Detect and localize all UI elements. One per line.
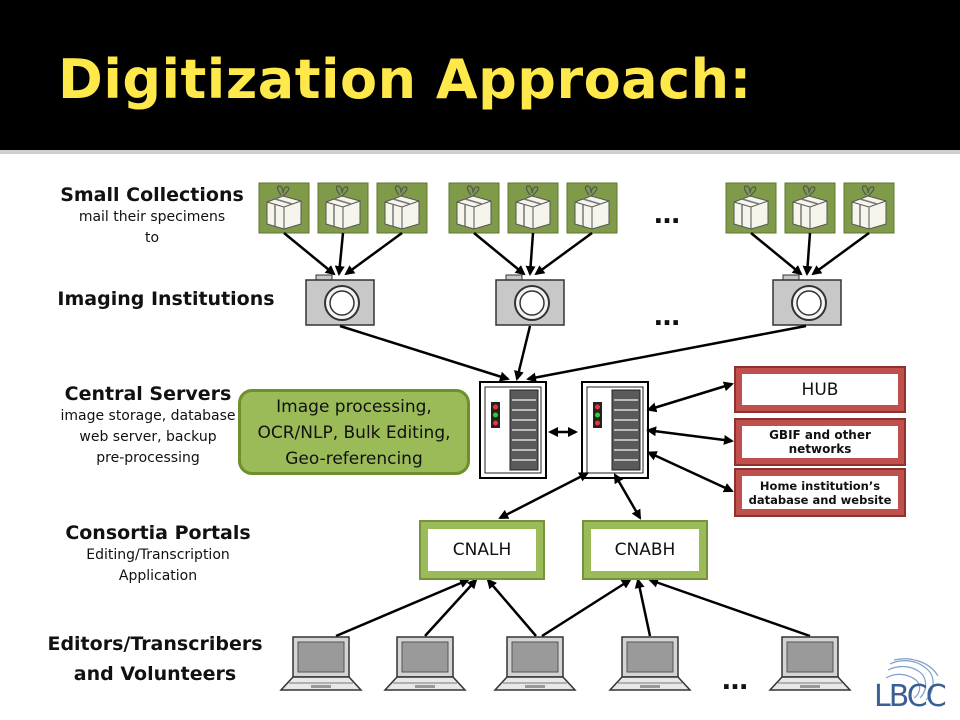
- package-icon: [507, 182, 559, 234]
- label-consortia-portals: Consortia Portals Editing/Transcription …: [56, 521, 260, 587]
- title-divider: [0, 150, 960, 154]
- ellipsis-cameras: …: [654, 302, 682, 332]
- server-icon: [581, 381, 649, 479]
- processing-line-1: Image processing,: [276, 397, 432, 417]
- processing-box: Image processing, OCR/NLP, Bulk Editing,…: [238, 389, 470, 475]
- consortia-portals-title: Consortia Portals: [65, 522, 251, 544]
- server-icon: [479, 381, 547, 479]
- arrow-camera-server: [526, 324, 807, 383]
- label-small-collections: Small Collections mail their specimens t…: [52, 183, 252, 249]
- arrow-camera-server: [339, 324, 510, 382]
- package-icon: [258, 182, 310, 234]
- small-collections-sub-2: to: [144, 230, 160, 246]
- editors-title-1: Editors/Transcribers: [47, 633, 263, 655]
- arrow-camera-server: [514, 325, 532, 381]
- central-servers-sub-2: web server, backup: [79, 429, 217, 445]
- camera-icon: [495, 274, 565, 326]
- arrow-package-camera: [525, 232, 536, 276]
- laptop-icon: [280, 636, 362, 691]
- laptop-icon: [769, 636, 851, 691]
- gbif-line-2: networks: [788, 442, 852, 456]
- arrow-package-camera: [811, 231, 870, 276]
- gbif-box: GBIF and other networks: [734, 418, 906, 466]
- package-icon: [843, 182, 895, 234]
- small-collections-sub-1: mail their specimens: [78, 209, 226, 225]
- arrow-package-camera: [473, 232, 526, 276]
- lbcc-logo: LBCC: [874, 658, 948, 714]
- home-line-2: database and website: [748, 492, 892, 507]
- slide-title: Digitization Approach:: [58, 48, 752, 111]
- gbif-label: GBIF and other networks: [742, 426, 898, 458]
- arrow-laptop-portal: [424, 578, 478, 637]
- title-bar: Digitization Approach:: [0, 0, 960, 150]
- camera-icon: [305, 274, 375, 326]
- home-institution-box: Home institution’s database and website: [734, 468, 906, 517]
- arrow-package-camera: [344, 231, 403, 276]
- portal-cnabh-label: CNABH: [591, 529, 699, 571]
- arrow-server-hub: [646, 381, 734, 413]
- editors-title-2: and Volunteers: [73, 663, 237, 685]
- package-icon: [376, 182, 428, 234]
- label-editors: Editors/Transcribers and Volunteers: [44, 629, 266, 689]
- hub-label: HUB: [742, 374, 898, 405]
- arrow-package-camera: [750, 232, 803, 276]
- imaging-institutions-title: Imaging Institutions: [57, 288, 275, 310]
- processing-line-3: Geo-referencing: [285, 449, 423, 469]
- arrow-laptop-portal: [335, 578, 470, 638]
- portal-cnalh: CNALH: [419, 520, 545, 580]
- package-icon: [566, 182, 618, 234]
- small-collections-title: Small Collections: [60, 184, 244, 206]
- arrow-package-camera: [334, 232, 345, 276]
- laptop-icon: [609, 636, 691, 691]
- portal-cnabh: CNABH: [582, 520, 708, 580]
- consortia-portals-sub-2: Application: [118, 568, 198, 584]
- arrow-laptop-portal: [648, 577, 811, 638]
- package-icon: [725, 182, 777, 234]
- ellipsis-packages: …: [654, 200, 682, 230]
- hub-box: HUB: [734, 366, 906, 413]
- arrow-package-camera: [802, 232, 813, 276]
- laptop-icon: [384, 636, 466, 691]
- arrow-laptop-portal: [634, 578, 652, 637]
- arrow-server-home: [646, 451, 734, 493]
- central-servers-title: Central Servers: [64, 383, 232, 405]
- arrow-server-cnabh: [613, 473, 642, 520]
- arrow-package-camera: [534, 231, 593, 276]
- arrow-package-camera: [283, 232, 336, 276]
- arrow-laptop-portal: [486, 578, 537, 637]
- central-servers-sub-3: pre-processing: [96, 450, 200, 466]
- svg-text:LBCC: LBCC: [874, 679, 946, 714]
- consortia-portals-sub-1: Editing/Transcription: [86, 547, 230, 563]
- ellipsis-laptops: …: [722, 666, 750, 696]
- home-institution-label: Home institution’s database and website: [742, 476, 898, 509]
- label-central-servers: Central Servers image storage, database …: [48, 382, 248, 469]
- laptop-icon: [494, 636, 576, 691]
- package-icon: [448, 182, 500, 234]
- processing-line-2: OCR/NLP, Bulk Editing,: [257, 423, 451, 443]
- arrow-server-cnalh: [498, 472, 590, 520]
- gbif-line-1: GBIF and other: [769, 428, 871, 442]
- central-servers-sub-1: image storage, database: [60, 408, 236, 424]
- arrow-server-gbif: [646, 426, 734, 445]
- arrow-laptop-portal: [541, 578, 632, 638]
- portal-cnalh-label: CNALH: [428, 529, 536, 571]
- label-imaging-institutions: Imaging Institutions: [56, 287, 276, 311]
- camera-icon: [772, 274, 842, 326]
- package-icon: [317, 182, 369, 234]
- home-line-1: Home institution’s: [759, 478, 881, 493]
- package-icon: [784, 182, 836, 234]
